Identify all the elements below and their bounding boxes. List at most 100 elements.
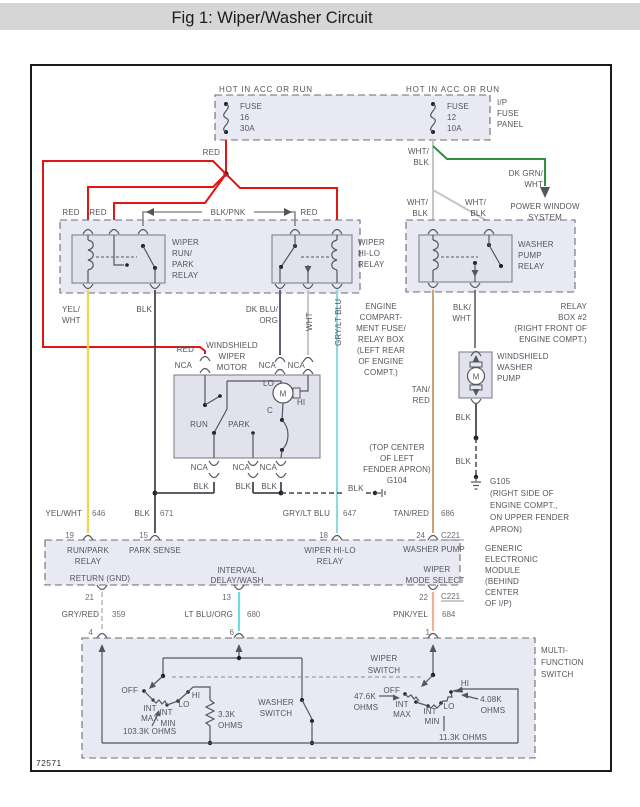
svg-text:OHMS: OHMS [218,721,243,730]
circuit-646: 646 [92,509,106,518]
pin-21: 21 [85,593,94,602]
wht-blk-label-right: WHT/ [465,198,487,207]
sheet-id: 72571 [36,758,62,768]
mfs-right-int-min: INT [423,707,436,716]
svg-text:RUN/: RUN/ [172,249,193,258]
power-window-branch: DK GRN/ WHT POWER WINDOW SYSTEM [432,145,580,222]
wiper-motor-label: WINDSHIELD [206,341,258,350]
fuse-panel-box [214,94,491,141]
red-label-fuse: RED [203,148,220,157]
relay-box2-label: RELAY [561,302,588,311]
blk-label-gem: BLK [134,509,150,518]
run-label: RUN [190,420,208,429]
svg-text:APRON): APRON) [490,525,522,534]
blk-pump-2: BLK [455,457,471,466]
svg-text:RED: RED [413,396,430,405]
svg-text:12: 12 [447,113,457,122]
red-label-2: RED [89,208,106,217]
nca-5: NCA [233,463,251,472]
mfs-left-int-min: INT [159,708,172,717]
mfs-box [81,637,536,759]
pin-15: 15 [139,531,148,540]
svg-text:G104: G104 [387,476,408,485]
gem-washer-pump: WASHER PUMP [403,545,465,554]
multi-function-switch: MULTI- FUNCTION SWITCH [81,632,583,759]
svg-text:(LEFT REAR: (LEFT REAR [357,346,405,355]
svg-text:WHT: WHT [524,180,543,189]
dk-blu-org-label: DK BLU/ [246,305,279,314]
pump-m: M [473,373,480,382]
svg-text:RELAY: RELAY [172,271,199,280]
circuit-647: 647 [343,509,357,518]
svg-text:ELECTRONIC: ELECTRONIC [485,555,538,564]
red-label-1: RED [62,208,79,217]
wiper-motor-box [173,374,321,459]
pin-13: 13 [222,593,231,602]
resistor-3k3-label: 3.3K [218,710,236,719]
mfs-left-hi: HI [192,691,200,700]
run-park-relay-label: WIPER [172,238,199,247]
gry-lt-blu-label-rot: GRY/LT BLU [334,299,343,346]
blk-motor-3: BLK [261,482,277,491]
mfs-left-int-max: INT [143,704,156,713]
washer-switch-label: WASHER [258,698,294,707]
yel-wht-label-h: YEL/WHT [45,509,82,518]
tan-red-label-h: TAN/RED [393,509,429,518]
svg-text:WHT: WHT [452,314,471,323]
svg-text:OHMS: OHMS [354,703,379,712]
ground-g104: BLK (TOP CENTER OF LEFT FENDER APRON) G1… [152,443,431,497]
resistor-47k-label: 47.6K [354,692,376,701]
mfs-name: MULTI- [541,646,568,655]
dk-grn-wht-label: DK GRN/ [509,169,544,178]
ip-fuse-panel: HOT IN ACC OR RUN HOT IN ACC OR RUN FUSE… [214,85,524,141]
motor-m: M [280,390,287,399]
svg-text:BOX #2: BOX #2 [558,313,587,322]
svg-text:30A: 30A [240,124,255,133]
blk-ground-label: BLK [348,484,364,493]
connector-c221-top: C221 [441,531,461,540]
pin-1: 1 [426,628,431,637]
washer-pump-label: WINDSHIELD [497,352,549,361]
svg-text:(BEHIND: (BEHIND [485,577,519,586]
svg-text:SWITCH: SWITCH [541,670,574,679]
relay-output-wires: YEL/ WHT YEL/WHT 646 BLK BLK 671 DK BLU/… [45,290,476,533]
svg-text:COMPT.): COMPT.) [364,368,398,377]
svg-text:(RIGHT SIDE OF: (RIGHT SIDE OF [490,489,554,498]
power-window-label: POWER WINDOW [510,202,580,211]
power-window-arrow [540,187,550,198]
wiper-hi-lo-relay: WIPER HI-LO RELAY [271,228,385,290]
svg-text:PANEL: PANEL [497,120,524,129]
gem-box [44,539,461,586]
tan-red-label: TAN/ [412,385,431,394]
svg-text:MODE SELECT: MODE SELECT [406,576,465,585]
blk-motor-2: BLK [235,482,251,491]
windshield-wiper-motor: RED NCA NCA NCA WINDSHIELD WIPER MOTOR R… [173,341,321,491]
circuit-671: 671 [160,509,174,518]
connector-c221-bottom: C221 [441,592,461,601]
diagram-frame: 72571 [30,64,612,772]
lo-label: LO [263,379,274,388]
nca-6: NCA [260,463,278,472]
svg-text:MIN: MIN [160,719,175,728]
svg-text:OF ENGINE: OF ENGINE [358,357,403,366]
title-band [0,3,640,30]
nca-2: NCA [259,361,277,370]
svg-text:HI-LO: HI-LO [358,249,380,258]
gem-interval: INTERVAL [217,566,257,575]
pnk-yel-label: PNK/YEL [393,610,428,619]
svg-text:RELAY: RELAY [358,260,385,269]
g104-ground-symbol [375,489,386,497]
blk-pnk-wire: BLK/PNK [142,208,296,226]
wht-label-rot: WHT [305,312,314,331]
fuse-12-symbol [430,102,436,134]
ip-panel-label: I/P [497,98,507,107]
page-title: Fig 1: Wiper/Washer Circuit [171,9,373,27]
yel-wht-label: YEL/ [62,305,81,314]
g104-label: (TOP CENTER [369,443,425,452]
svg-text:RELAY: RELAY [75,557,102,566]
mfs-left-lo: LO [179,700,190,709]
wiper-mode-rotary-switch: OFF INT MAX INT MIN LO HI 103.3K OHMS 3.… [122,675,243,746]
svg-text:WIPER: WIPER [219,352,246,361]
wiper-rotary-switch: WIPER SWITCH OFF INT MAX INT MIN LO HI 4… [102,654,519,744]
